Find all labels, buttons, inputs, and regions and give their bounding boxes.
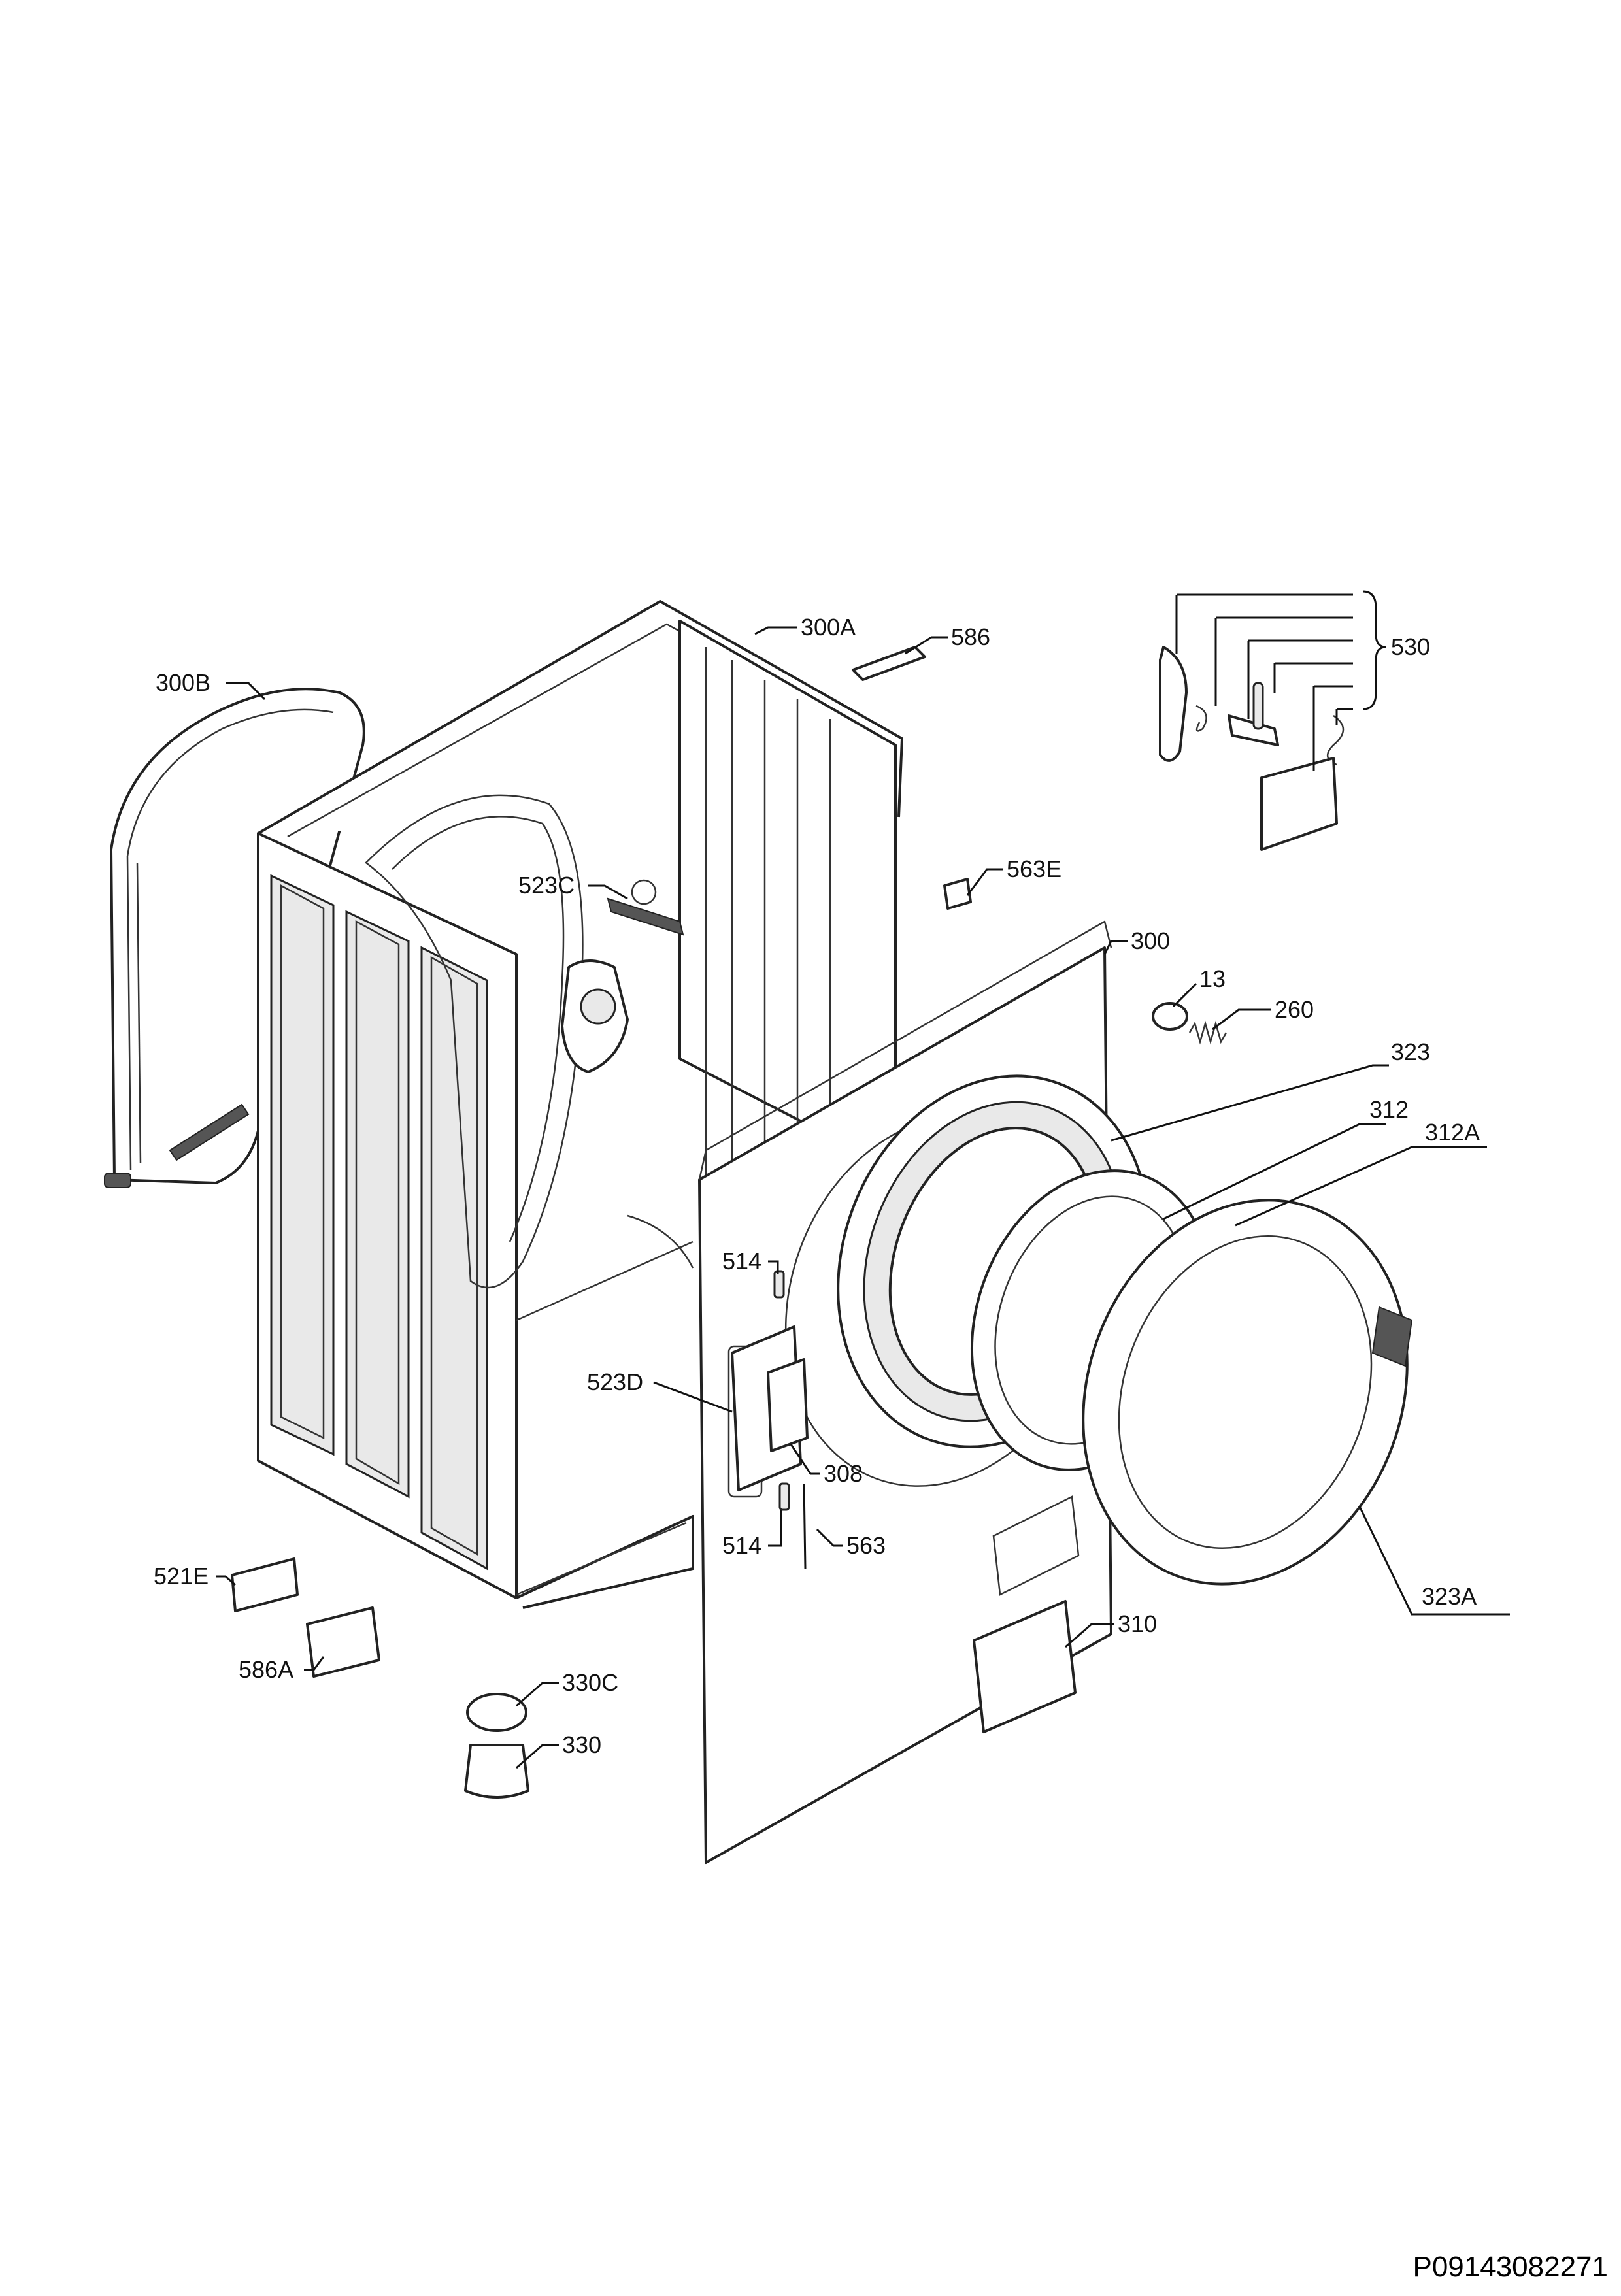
drawing-reference-code: P09143082271 — [1412, 2251, 1608, 2283]
door-ring-323A — [1082, 1199, 1413, 1586]
leader-lines — [216, 590, 1510, 1769]
callout-300A: 300A — [801, 614, 856, 641]
screw-514-lower — [778, 1482, 790, 1511]
callout-312: 312 — [1369, 1096, 1409, 1123]
callout-260: 260 — [1275, 996, 1314, 1023]
callout-300B: 300B — [156, 669, 210, 696]
callout-586A: 586A — [239, 1656, 293, 1683]
callout-514-lower: 514 — [722, 1532, 761, 1559]
spring-260 — [1188, 1020, 1228, 1045]
callout-586: 586 — [951, 624, 990, 650]
screw-514-upper — [773, 1270, 785, 1299]
callout-323A: 323A — [1422, 1583, 1477, 1610]
sensor-563E — [943, 878, 972, 910]
callout-514-upper: 514 — [722, 1248, 761, 1274]
callout-labels: 300A 586 300B 530 523C 563E 300 13 260 3… — [154, 614, 1480, 1758]
sensor-521E — [231, 1557, 299, 1612]
callout-330C: 330C — [562, 1669, 618, 1696]
bracket-586 — [852, 646, 926, 681]
service-flap-310 — [973, 1600, 1077, 1733]
callout-521E: 521E — [154, 1563, 209, 1589]
callout-530: 530 — [1391, 633, 1430, 660]
callout-523C: 523C — [518, 872, 575, 899]
callout-523D: 523D — [587, 1369, 643, 1395]
callout-312A: 312A — [1425, 1119, 1480, 1146]
nut-330C — [466, 1693, 527, 1732]
callout-330: 330 — [562, 1731, 601, 1758]
door-handle-308 — [767, 1358, 809, 1452]
callout-563E: 563E — [1007, 856, 1061, 882]
switch-586A — [306, 1606, 380, 1678]
rod-563 — [803, 1483, 807, 1569]
callout-310: 310 — [1118, 1610, 1157, 1637]
cabinet-300A — [257, 600, 903, 1609]
button-13 — [1152, 1002, 1188, 1031]
hinge-assembly-530 — [1159, 646, 1345, 851]
callout-323: 323 — [1391, 1039, 1430, 1065]
callout-13: 13 — [1199, 965, 1226, 992]
callout-308: 308 — [824, 1460, 863, 1487]
callout-300: 300 — [1131, 927, 1170, 954]
callout-563: 563 — [846, 1532, 886, 1559]
foot-330 — [464, 1744, 529, 1799]
